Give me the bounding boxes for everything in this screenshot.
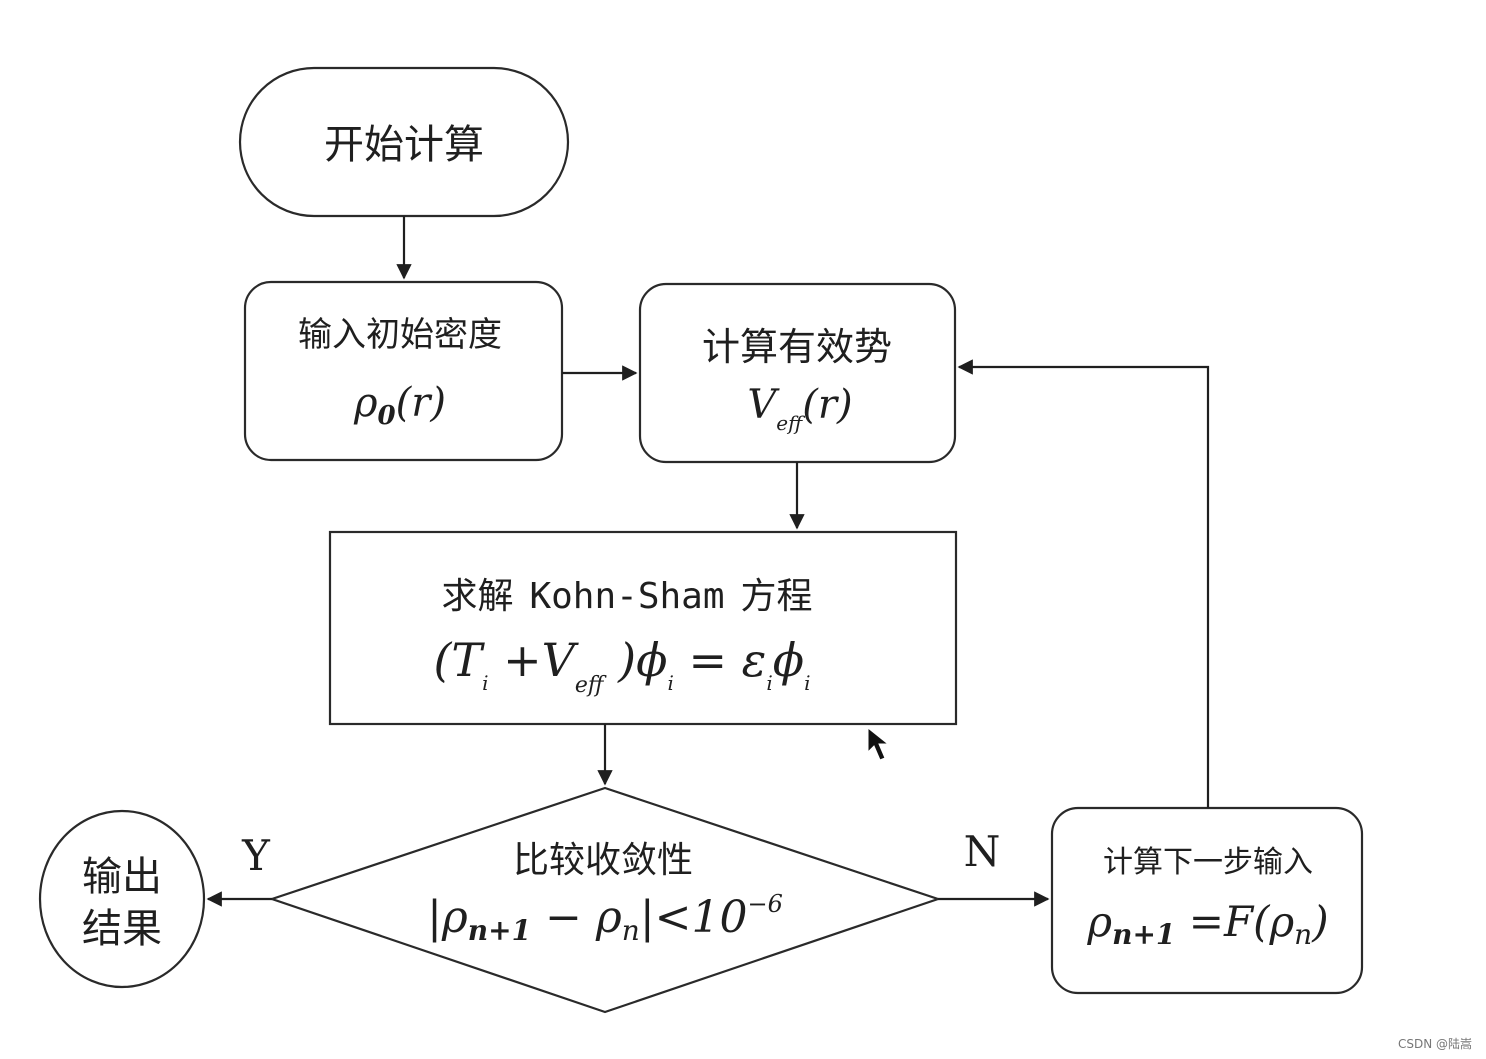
watermark-text: CSDN @陆嵩 (1398, 1036, 1472, 1051)
effective-potential-node: 计算有效势 Veff(r) (638, 282, 957, 464)
start-node-label: 开始计算 (324, 122, 484, 168)
edges (206, 216, 1210, 907)
kohn-sham-equation: (Ti +Veff )ϕi = εiϕi (433, 633, 810, 698)
effective-potential-label: 计算有效势 (702, 325, 892, 369)
edge-next-input-to-potential (957, 359, 1210, 808)
next-input-formula: ρn+1 =F(ρn) (1086, 897, 1328, 951)
next-input-node: 计算下一步输入 ρn+1 =F(ρn) (1050, 806, 1364, 995)
output-node: 输出 结果 (38, 809, 206, 989)
input-density-label: 输入初始密度 (298, 315, 502, 355)
input-density-node: 输入初始密度 ρ0(r) (243, 280, 564, 462)
convergence-decision-node: 比较收敛性 |ρn+1 − ρn|<10−6 (268, 786, 942, 1014)
edge-label-no: N (964, 827, 1001, 876)
start-node: 开始计算 (238, 66, 570, 218)
edge-label-yes: Y (241, 831, 271, 880)
output-label-line2: 结果 (82, 906, 162, 952)
convergence-label: 比较收敛性 (513, 840, 693, 881)
mouse-cursor-icon (867, 726, 890, 761)
convergence-formula: |ρn+1 − ρn|<10−6 (427, 890, 783, 947)
effective-potential-formula: Veff(r) (747, 382, 852, 435)
input-density-formula: ρ0(r) (353, 380, 446, 431)
output-label-line1: 输出 (82, 854, 162, 900)
next-input-label: 计算下一步输入 (1103, 845, 1313, 880)
